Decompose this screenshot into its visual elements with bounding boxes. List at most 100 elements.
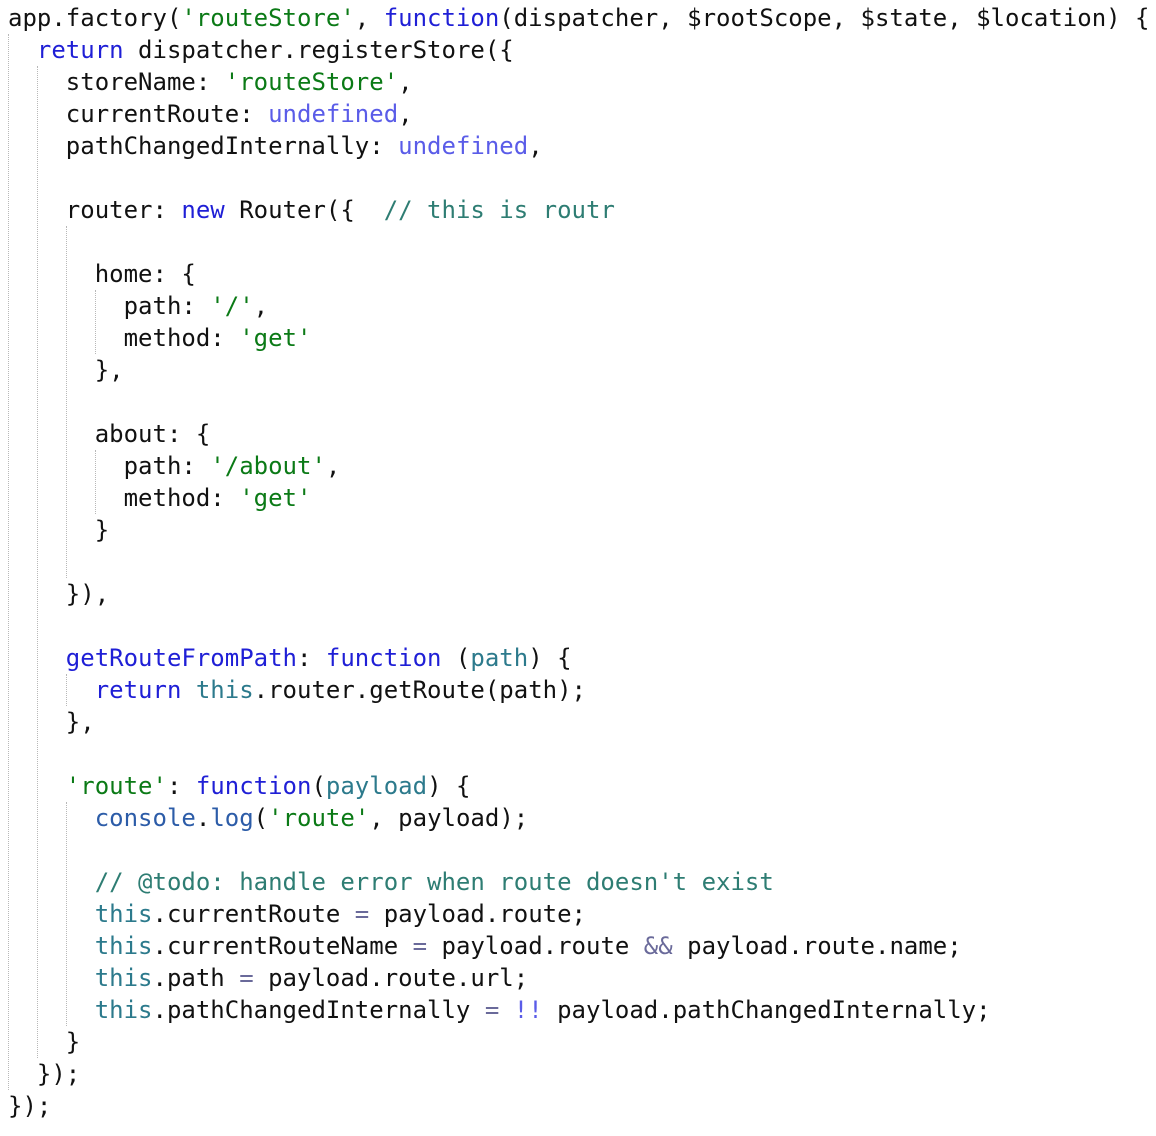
code-token: payload.route; (369, 900, 586, 928)
string-token: 'route' (65, 772, 167, 800)
code-token: .currentRoute (152, 900, 355, 928)
indent-guide-level-2 (37, 66, 38, 1058)
parameter-token: path (470, 644, 529, 672)
indent-guide-level-4 (95, 290, 96, 354)
code-token: ( (253, 804, 269, 832)
code-line (8, 546, 1150, 578)
code-token: .path (152, 964, 240, 992)
code-token: .pathChangedInternally (152, 996, 485, 1024)
code-token: , (354, 4, 384, 32)
code-line: 'route': function(payload) { (8, 770, 1150, 802)
code-token (8, 36, 37, 64)
code-line: this.currentRouteName = payload.route &&… (8, 930, 1150, 962)
code-token: payload.pathChangedInternally; (542, 996, 991, 1024)
keyword-token: return (36, 36, 124, 64)
code-line (8, 834, 1150, 866)
code-line (8, 610, 1150, 642)
code-token: }), (8, 580, 110, 608)
code-token (8, 932, 95, 960)
code-token: dispatcher.registerStore({ (123, 36, 514, 64)
code-token: : (166, 772, 196, 800)
code-token (8, 996, 95, 1024)
code-token (499, 996, 513, 1024)
code-token: method: (8, 484, 240, 512)
code-token: storeName: (8, 68, 225, 96)
string-token: 'get' (239, 324, 312, 352)
code-line: pathChangedInternally: undefined, (8, 130, 1150, 162)
code-line: currentRoute: undefined, (8, 98, 1150, 130)
code-token: , (253, 292, 269, 320)
code-line: console.log('route', payload); (8, 802, 1150, 834)
code-line: this.pathChangedInternally = !! payload.… (8, 994, 1150, 1026)
code-line (8, 162, 1150, 194)
code-token (8, 900, 95, 928)
code-line: return this.router.getRoute(path); (8, 674, 1150, 706)
this-token: this (94, 900, 153, 928)
code-token (8, 772, 66, 800)
code-line: about: { (8, 418, 1150, 450)
code-token (8, 676, 95, 704)
code-line: path: '/', (8, 290, 1150, 322)
code-token: }); (8, 1092, 52, 1120)
code-line: }), (8, 578, 1150, 610)
code-line: }, (8, 706, 1150, 738)
code-token: ( (311, 772, 326, 800)
code-token: : (296, 644, 326, 672)
code-line: path: '/about', (8, 450, 1150, 482)
code-token: } (8, 516, 110, 544)
code-token: ) { (427, 772, 471, 800)
code-line: app.factory('routeStore', function(dispa… (8, 2, 1150, 34)
literal-token: undefined (398, 132, 529, 160)
this-token: this (195, 676, 254, 704)
builtin-token: console (94, 804, 196, 832)
code-token: . (195, 804, 211, 832)
code-line: method: 'get' (8, 482, 1150, 514)
code-token: , (398, 68, 413, 96)
code-line: } (8, 514, 1150, 546)
code-token: method: (8, 324, 240, 352)
code-token: payload.route.name; (672, 932, 962, 960)
code-token: } (8, 1028, 81, 1056)
keyword-token: function (383, 4, 500, 32)
code-token: home: { (8, 260, 196, 288)
code-line (8, 738, 1150, 770)
code-token (8, 964, 95, 992)
function-name-token: getRouteFromPath (65, 644, 297, 672)
comment-token: // this is routr (383, 196, 615, 224)
indent-guide-level-3 (66, 226, 67, 578)
code-token (8, 644, 66, 672)
code-line: this.currentRoute = payload.route; (8, 898, 1150, 930)
indent-guide-level-3b (66, 674, 67, 706)
code-line: return dispatcher.registerStore({ (8, 34, 1150, 66)
code-token: ( (441, 644, 471, 672)
code-line: storeName: 'routeStore', (8, 66, 1150, 98)
literal-token: !! (513, 996, 543, 1024)
keyword-token: function (325, 644, 442, 672)
code-token: path: (8, 292, 211, 320)
keyword-token: return (94, 676, 182, 704)
code-line: method: 'get' (8, 322, 1150, 354)
literal-token: undefined (268, 100, 399, 128)
code-token (181, 676, 195, 704)
code-token: , (398, 100, 413, 128)
code-line: router: new Router({ // this is routr (8, 194, 1150, 226)
code-token: .currentRouteName (152, 932, 413, 960)
string-token: 'routeStore' (224, 68, 399, 96)
this-token: this (94, 932, 153, 960)
code-token (8, 868, 95, 896)
comment-token: // @todo: handle error when route doesn'… (94, 868, 774, 896)
string-token: '/' (210, 292, 254, 320)
parameter-token: payload (325, 772, 428, 800)
code-token: payload.route.url; (253, 964, 529, 992)
keyword-token: new (181, 196, 225, 224)
code-token: , (325, 452, 341, 480)
code-token: pathChangedInternally: (8, 132, 399, 160)
code-content[interactable]: app.factory('routeStore', function(dispa… (8, 2, 1150, 1122)
code-line: getRouteFromPath: function (path) { (8, 642, 1150, 674)
code-token: , (528, 132, 543, 160)
this-token: this (94, 996, 153, 1024)
operator-token: = (354, 900, 370, 928)
code-token: currentRoute: (8, 100, 269, 128)
operator-token: = (239, 964, 254, 992)
